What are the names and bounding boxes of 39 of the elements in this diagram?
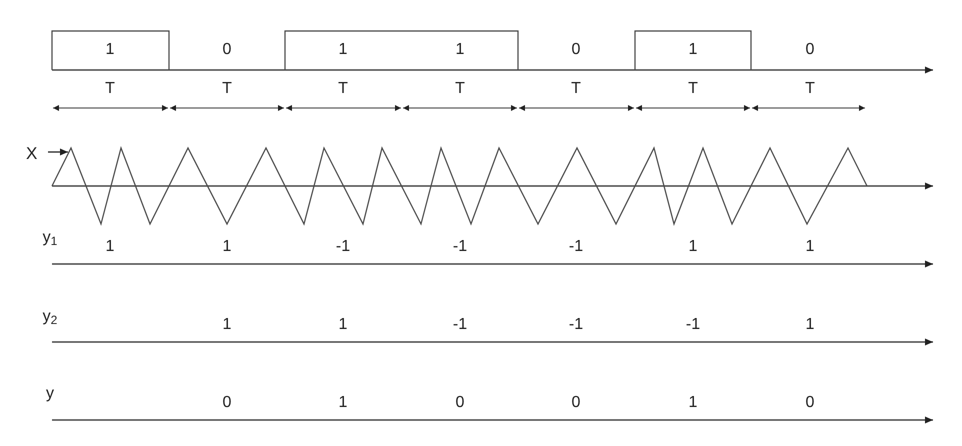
sample-value: 1 <box>806 317 814 333</box>
signal-label: y$_{2}$ <box>42 309 58 325</box>
sample-value: 1 <box>106 239 114 255</box>
period-label: T <box>455 81 465 97</box>
bit-value: 0 <box>806 42 814 58</box>
sample-value: 0 <box>806 395 814 411</box>
signal-label: y <box>46 386 54 402</box>
period-label: T <box>222 81 232 97</box>
bit-value: 0 <box>222 42 232 58</box>
bit-value: 1 <box>456 42 464 58</box>
bit-value: 0 <box>572 42 580 58</box>
bit-value: 1 <box>338 42 348 58</box>
sample-value: 0 <box>572 395 580 411</box>
sample-value: 1 <box>338 395 348 411</box>
bit-value: 1 <box>688 42 698 58</box>
bit-value: 1 <box>106 42 114 58</box>
sample-value: 0 <box>222 395 232 411</box>
leader-arrow <box>48 148 68 156</box>
period-label: T <box>805 81 815 97</box>
sample-value: -1 <box>452 239 468 255</box>
sample-value: -1 <box>568 317 584 333</box>
sample-value: 0 <box>456 395 464 411</box>
sample-value: -1 <box>568 239 584 255</box>
signal-label: X <box>26 144 48 162</box>
sample-value: 1 <box>222 317 232 333</box>
period-label: T <box>338 81 348 97</box>
sample-value: 1 <box>806 239 814 255</box>
triangle-wave <box>51 146 868 226</box>
sample-value: 1 <box>688 239 698 255</box>
sample-value: 1 <box>222 239 232 255</box>
period-label: T <box>105 81 115 97</box>
period-label: T <box>688 81 698 97</box>
period-label: T <box>571 81 581 97</box>
sample-value: 1 <box>688 395 698 411</box>
signal-label: y$_{1}$ <box>42 230 58 246</box>
sample-value: -1 <box>686 317 700 333</box>
sample-value: 1 <box>338 317 348 333</box>
sample-value: -1 <box>452 317 468 333</box>
sample-value: -1 <box>336 239 350 255</box>
